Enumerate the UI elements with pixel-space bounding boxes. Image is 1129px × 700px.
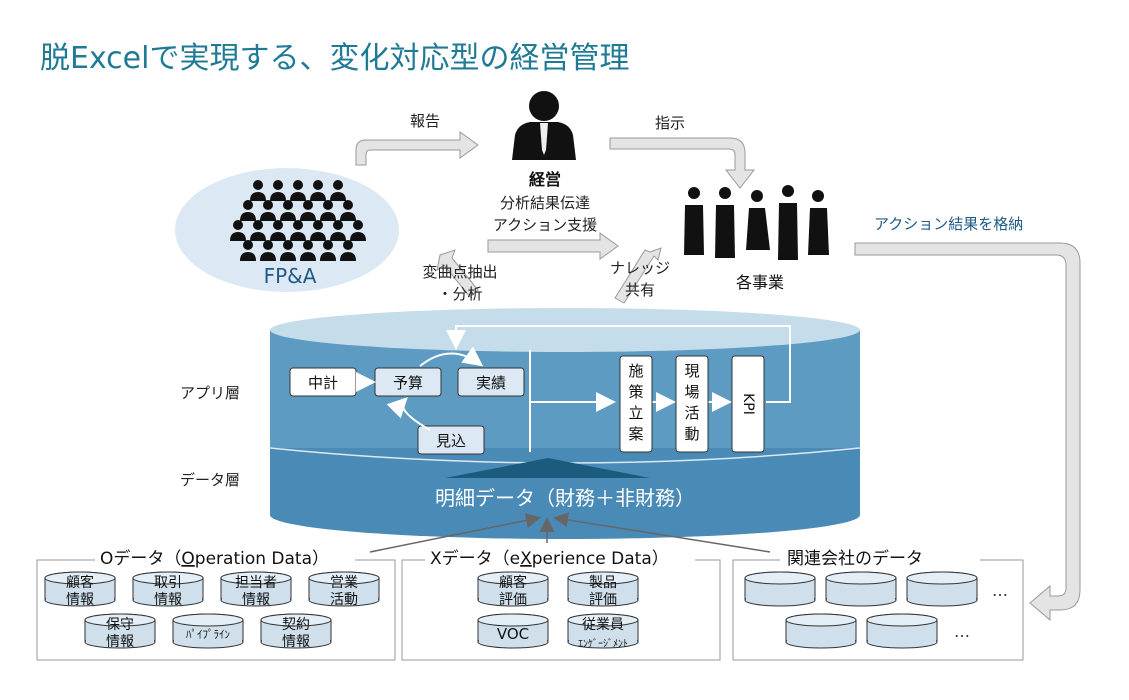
x-data-panel [401, 559, 721, 661]
svg-text:情報: 情報 [106, 634, 134, 650]
svg-text:活動: 活動 [330, 592, 358, 608]
x-data-title: Xデータ（eXperience Data） [430, 548, 669, 569]
fpa-label: FP&A [264, 264, 317, 288]
management-label: 経営 [529, 170, 561, 189]
management-person-icon [512, 91, 576, 160]
report-label: 報告 [410, 112, 440, 130]
app-layer-label: アプリ層 [180, 384, 240, 402]
page-title: 脱Excelで実現する、変化対応型の経営管理 [40, 41, 629, 76]
data-layer-label: データ層 [180, 471, 240, 489]
svg-text:見込: 見込 [436, 432, 466, 450]
svg-text:情報: 情報 [66, 592, 94, 608]
svg-text:情報: 情報 [154, 592, 182, 608]
svg-text:中計: 中計 [308, 374, 338, 392]
mikomi-box: 見込 [417, 425, 485, 455]
svg-text:従業員: 従業員 [582, 617, 624, 633]
field-box: 現場活動 [675, 355, 709, 453]
related-ellipsis-1: … [992, 581, 1008, 600]
knowledge-label-1: ナレッジ [610, 259, 670, 277]
field-text: 現場活動 [684, 362, 699, 443]
chukei-box: 中計 [289, 367, 357, 397]
svg-text:情報: 情報 [242, 592, 270, 608]
business-units-label: 各事業 [736, 273, 784, 292]
kpi-text: KPI [740, 393, 756, 415]
inflection-arrow [436, 249, 479, 298]
management-line2: アクション支援 [493, 216, 597, 234]
svg-text:営業: 営業 [330, 575, 358, 591]
jisseki-box: 実績 [457, 367, 525, 397]
business-people-icon [684, 185, 829, 260]
svg-text:予算: 予算 [393, 374, 423, 392]
svg-text:顧客: 顧客 [66, 574, 94, 591]
related-ellipsis-2: … [954, 622, 970, 641]
knowledge-arrow [614, 247, 662, 304]
fpa-group: FP&A [175, 168, 399, 292]
support-arrow [487, 232, 619, 260]
inflection-label-1: 変曲点抽出 [422, 263, 497, 281]
svg-text:評価: 評価 [499, 592, 527, 608]
svg-text:顧客: 顧客 [499, 574, 527, 591]
action-store-label: アクション結果を格納 [874, 215, 1023, 233]
related-data-title: 関連会社のデータ [787, 548, 923, 569]
data-up-arrow [445, 458, 650, 478]
yosan-box: 予算 [374, 367, 442, 397]
management-line1: 分析結果伝達 [500, 194, 590, 212]
o-data-title: Oデータ（Operation Data） [100, 548, 329, 569]
kpi-box: KPI [731, 355, 765, 453]
svg-text:取引: 取引 [154, 575, 182, 591]
inflection-label-2: ・分析 [437, 285, 482, 303]
measure-text: 施策立案 [628, 362, 643, 443]
detail-data-label: 明細データ（財務＋非財務） [435, 486, 695, 510]
svg-text:契約: 契約 [282, 617, 310, 633]
svg-text:評価: 評価 [589, 592, 617, 608]
instruct-arrow [609, 137, 756, 189]
svg-text:ﾊﾟｲﾌﾟﾗｲﾝ: ﾊﾟｲﾌﾟﾗｲﾝ [186, 628, 230, 641]
svg-text:製品: 製品 [589, 575, 617, 591]
app-flow-arrows [356, 325, 791, 452]
measure-box: 施策立案 [619, 355, 653, 453]
instruct-label: 指示 [655, 114, 685, 132]
report-arrow [355, 131, 479, 166]
svg-text:実績: 実績 [476, 374, 506, 392]
svg-text:ｴﾝｹﾞｰｼﾞﾒﾝﾄ: ｴﾝｹﾞｰｼﾞﾒﾝﾄ [578, 638, 628, 650]
svg-text:担当者: 担当者 [235, 575, 277, 591]
svg-text:情報: 情報 [282, 634, 310, 650]
knowledge-label-2: 共有 [625, 281, 655, 299]
svg-text:VOC: VOC [497, 625, 529, 643]
svg-text:保守: 保守 [106, 617, 134, 633]
action-store-arrow [854, 242, 1081, 622]
